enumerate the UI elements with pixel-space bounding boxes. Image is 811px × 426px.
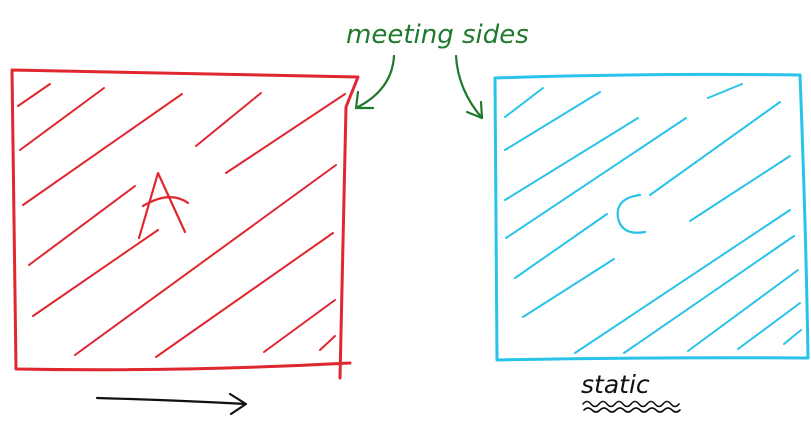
box-c-label: C <box>631 213 633 215</box>
box-c-letter-glyph <box>616 193 647 234</box>
box-a-label: A <box>162 210 164 213</box>
arrow-to-box-c-icon <box>454 54 484 120</box>
meeting-sides-annotation: meeting sides <box>346 20 529 120</box>
static-label-group: static <box>581 370 681 413</box>
static-underline-squiggle <box>582 400 681 413</box>
box-a: A <box>10 68 360 380</box>
box-a-outline <box>10 68 360 380</box>
box-a-hatching <box>17 83 346 358</box>
arrow-to-box-a-icon <box>354 54 396 110</box>
motion-arrow-right-icon <box>95 392 248 416</box>
meeting-sides-text: meeting sides <box>346 20 529 50</box>
box-c-outline <box>493 72 810 362</box>
box-c-hatching <box>504 83 802 354</box>
static-label: static <box>581 370 650 399</box>
box-c: C <box>493 72 810 362</box>
box-a-letter-glyph <box>137 171 190 240</box>
